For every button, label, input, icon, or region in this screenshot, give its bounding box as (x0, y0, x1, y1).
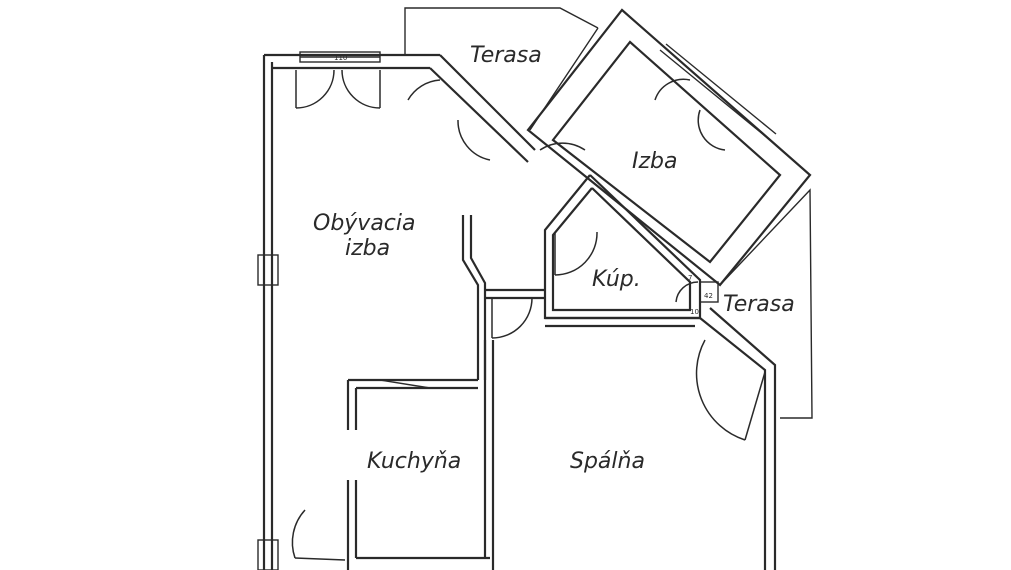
living-room-label-line1: Obývacia (313, 211, 416, 236)
small-door-dim-a: 7 (688, 274, 692, 282)
kitchen-label: Kuchyňa (367, 449, 461, 474)
terrace-right-label: Terasa (723, 292, 795, 317)
bedroom-label: Spálňa (570, 449, 645, 474)
top-window: 110 (299, 51, 381, 63)
terrace-top-label: Terasa (470, 43, 542, 68)
room-label: Izba (632, 149, 677, 174)
terrace-top-outline (404, 7, 599, 131)
top-window-dimension: 110 (334, 54, 347, 62)
living-room-label-line2: izba (345, 236, 390, 261)
exterior-walls (257, 53, 536, 570)
door-swings (291, 69, 766, 561)
room-walls (526, 8, 812, 287)
small-door-dim-c: 10 (690, 308, 699, 316)
small-door-dim-b: 42 (704, 292, 713, 300)
bathroom-label: Kúp. (592, 267, 641, 292)
interior-partitions (346, 215, 700, 570)
bedroom-walls (699, 188, 813, 570)
